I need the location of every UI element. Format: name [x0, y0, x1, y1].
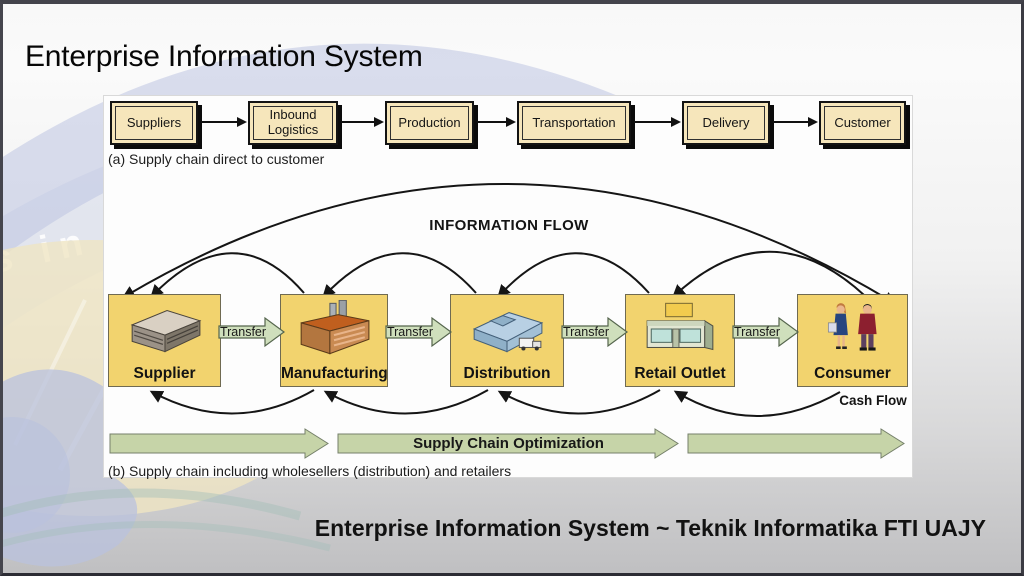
storefront-icon — [626, 300, 734, 358]
warehouse-icon — [109, 300, 220, 358]
optimization-arrow-icon — [687, 428, 905, 459]
chain-a-box-production: Production — [385, 101, 474, 145]
chain-b-box-distribution: Distribution — [450, 294, 564, 387]
transfer-arrow-icon: Transfer — [385, 316, 453, 348]
caption-a: (a) Supply chain direct to customer — [108, 151, 325, 167]
chain-b-box-consumer: Consumer — [797, 294, 908, 387]
transfer-arrow-icon: Transfer — [218, 316, 286, 348]
chain-b-box-manufacturing: Manufacturing — [280, 294, 388, 387]
flow-arrow-icon — [201, 117, 247, 127]
consumers-icon — [798, 300, 907, 358]
box-label: Transportation — [532, 114, 616, 130]
chain-b-box-supplier: Supplier — [108, 294, 221, 387]
box-label: Customer — [834, 114, 891, 130]
chain-a-box-delivery: Delivery — [682, 101, 770, 145]
flow-arrow-icon — [341, 117, 384, 127]
chain-a-box-inbound-logistics: Inbound Logistics — [248, 101, 338, 145]
transfer-arrow-icon: Transfer — [561, 316, 629, 348]
distribution-warehouse-icon — [451, 300, 563, 358]
box-label: Delivery — [702, 114, 750, 130]
chain-a-box-transportation: Transportation — [517, 101, 631, 145]
optimization-arrow-icon — [337, 428, 679, 459]
box-label: Retail Outlet — [634, 365, 726, 382]
transfer-label: Transfer — [562, 325, 610, 339]
transfer-arrow-icon: Transfer — [732, 316, 800, 348]
factory-icon — [281, 300, 387, 358]
chain-a-box-customer: Customer — [819, 101, 906, 145]
flow-arrow-icon — [773, 117, 818, 127]
footer-text: Enterprise Information System ~ Teknik I… — [314, 515, 986, 541]
flow-arrow-icon — [634, 117, 681, 127]
box-label: Production — [398, 114, 461, 130]
optimization-label: Supply Chain Optimization — [413, 435, 604, 452]
chain-a-box-suppliers: Suppliers — [110, 101, 198, 145]
information-flow-label: INFORMATION FLOW — [429, 217, 589, 234]
cash-flow-label: Cash Flow — [839, 393, 907, 408]
box-label: Suppliers — [126, 114, 182, 130]
transfer-label: Transfer — [733, 325, 781, 339]
box-label: Supplier — [133, 365, 196, 382]
box-label: Inbound Logistics — [267, 107, 319, 137]
box-label: Consumer — [814, 365, 891, 382]
caption-b: (b) Supply chain including wholesellers … — [108, 463, 512, 479]
transfer-label: Transfer — [219, 325, 267, 339]
box-label: Distribution — [463, 365, 551, 382]
box-label: Manufacturing — [281, 365, 388, 382]
optimization-arrow-icon — [109, 428, 329, 459]
page-title: Enterprise Information System — [25, 40, 423, 74]
flow-arrow-icon — [477, 117, 516, 127]
chain-b-box-retail-outlet: Retail Outlet — [625, 294, 735, 387]
supply-chain-diagram: Suppliers Inbound Logistics Production T… — [103, 95, 913, 479]
transfer-label: Transfer — [386, 325, 434, 339]
